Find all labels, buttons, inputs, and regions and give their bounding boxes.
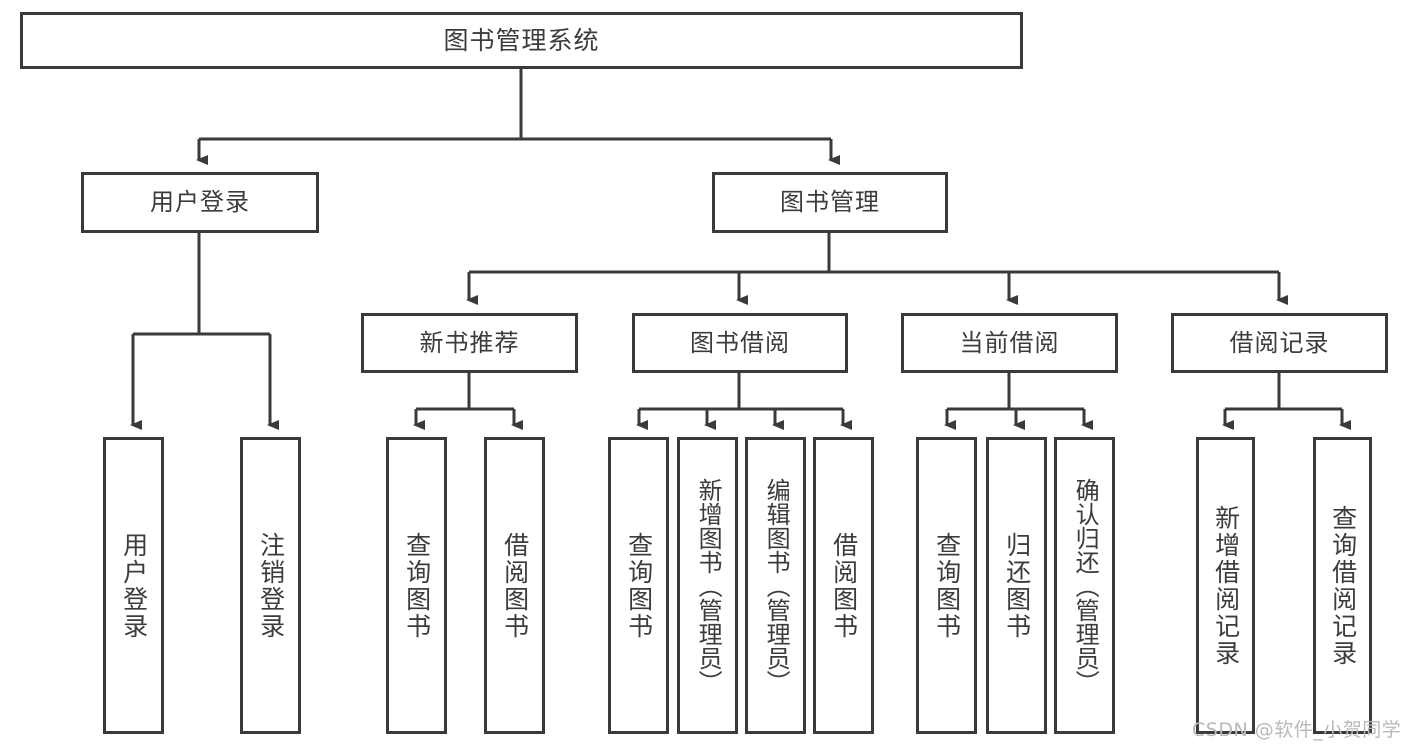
leaf-return-book[interactable]: 归还图书 [986,437,1047,734]
node-book-management[interactable]: 图书管理 [712,172,948,233]
node-label: 新增图书（管理员） [694,477,723,694]
node-label: 查询图书 [624,531,654,640]
node-label: 图书管理系统 [443,25,600,55]
node-label: 查询图书 [932,531,962,640]
leaf-query-book-recommend[interactable]: 查询图书 [386,437,447,734]
node-borrow-record[interactable]: 借阅记录 [1171,313,1388,373]
node-label: 注销登录 [256,531,286,640]
watermark-text: CSDN @软件_小贺同学 [1192,719,1402,741]
leaf-query-book-current[interactable]: 查询图书 [916,437,977,734]
node-book-management-system[interactable]: 图书管理系统 [20,12,1023,69]
node-label: 确认归还（管理员） [1071,477,1100,694]
leaf-query-book-borrow[interactable]: 查询图书 [608,437,669,734]
node-book-borrow[interactable]: 图书借阅 [632,313,848,373]
node-label: 查询借阅记录 [1328,504,1358,667]
node-label: 用户登录 [150,188,250,217]
node-current-borrow[interactable]: 当前借阅 [901,313,1118,373]
node-label: 图书管理 [780,188,880,217]
leaf-edit-book-admin[interactable]: 编辑图书（管理员） [745,437,806,734]
leaf-add-book-admin[interactable]: 新增图书（管理员） [677,437,738,734]
node-label: 图书借阅 [690,328,790,357]
node-label: 借阅图书 [500,531,530,640]
node-label: 编辑图书（管理员） [762,477,791,694]
node-new-book-recommend[interactable]: 新书推荐 [361,313,578,373]
leaf-add-borrow-record[interactable]: 新增借阅记录 [1196,437,1255,734]
node-label: 借阅图书 [829,531,859,640]
node-label: 借阅记录 [1229,328,1330,357]
node-label: 归还图书 [1002,531,1032,640]
leaf-logout[interactable]: 注销登录 [240,437,301,734]
leaf-confirm-return-admin[interactable]: 确认归还（管理员） [1054,437,1115,734]
leaf-borrow-book-recommend[interactable]: 借阅图书 [484,437,545,734]
leaf-user-login[interactable]: 用户登录 [103,437,164,734]
node-label: 用户登录 [119,531,149,640]
node-label: 新增借阅记录 [1211,504,1241,667]
leaf-borrow-book[interactable]: 借阅图书 [813,437,874,734]
leaf-query-borrow-record[interactable]: 查询借阅记录 [1313,437,1372,734]
node-label: 当前借阅 [959,328,1060,357]
node-user-login[interactable]: 用户登录 [81,172,319,233]
node-label: 查询图书 [402,531,432,640]
node-label: 新书推荐 [419,328,520,357]
